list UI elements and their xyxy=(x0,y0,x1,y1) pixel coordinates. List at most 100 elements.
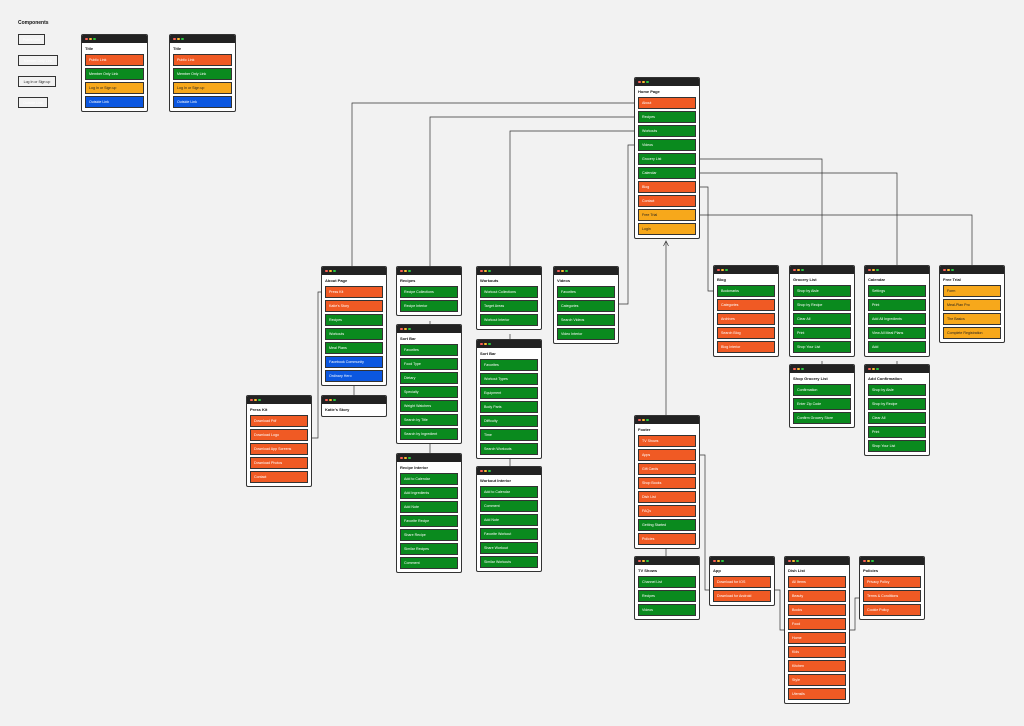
member-link[interactable]: Confirmation xyxy=(793,384,851,396)
public-link[interactable]: TV Shows xyxy=(638,435,696,447)
public-link[interactable]: Shop Books xyxy=(638,477,696,489)
member-link[interactable]: Print xyxy=(868,299,926,311)
member-link[interactable]: Favorites xyxy=(480,359,538,371)
member-link[interactable]: Time xyxy=(480,429,538,441)
member-link[interactable]: Share Recipe xyxy=(400,529,458,541)
public-link[interactable]: Public Link xyxy=(85,54,144,66)
public-link[interactable]: Food xyxy=(788,618,846,630)
member-link[interactable]: Videos xyxy=(638,604,696,616)
member-link[interactable]: Channel List xyxy=(638,576,696,588)
member-link[interactable]: Equipment xyxy=(480,387,538,399)
member-link[interactable]: Shop by Recipe xyxy=(868,398,926,410)
member-link[interactable]: Recipe Collections xyxy=(400,286,458,298)
public-link[interactable]: Download Photos xyxy=(250,457,308,469)
login-link[interactable]: Form xyxy=(943,285,1001,297)
member-link[interactable]: Body Parts xyxy=(480,401,538,413)
member-link[interactable]: Food Type xyxy=(400,358,458,370)
public-link[interactable]: Terms & Conditions xyxy=(863,590,921,602)
member-link[interactable]: Favorites xyxy=(400,344,458,356)
member-link[interactable]: Clear All xyxy=(793,313,851,325)
member-link[interactable]: Specialty xyxy=(400,386,458,398)
member-link[interactable]: Favorite Workout xyxy=(480,528,538,540)
public-link[interactable]: Kitchen xyxy=(788,660,846,672)
public-link[interactable]: Contact xyxy=(250,471,308,483)
member-link[interactable]: Grocery List xyxy=(638,153,696,165)
public-link[interactable]: Home xyxy=(788,632,846,644)
outside-link[interactable]: Outside Link xyxy=(85,96,144,108)
member-link[interactable]: Print xyxy=(868,426,926,438)
member-link[interactable]: Dietary xyxy=(400,372,458,384)
public-link[interactable]: Download App Screens xyxy=(250,443,308,455)
member-link[interactable]: Add to Calendar xyxy=(400,473,458,485)
member-link[interactable]: Search Workouts xyxy=(480,443,538,455)
member-link[interactable]: Shop by Aisle xyxy=(793,285,851,297)
member-link[interactable]: Search Videos xyxy=(557,314,615,326)
member-link[interactable]: Shop Your List xyxy=(793,341,851,353)
public-link[interactable]: Dish List xyxy=(638,491,696,503)
member-link[interactable]: Comment xyxy=(480,500,538,512)
outside-link[interactable]: Facebook Community xyxy=(325,356,383,368)
member-link[interactable]: Video Interior xyxy=(557,328,615,340)
member-link[interactable]: Meal Plans xyxy=(325,342,383,354)
member-link[interactable]: Calendar xyxy=(638,167,696,179)
member-link[interactable]: Clear All xyxy=(868,412,926,424)
login-link[interactable]: Log In or Sign up xyxy=(173,82,232,94)
public-link[interactable]: Contact xyxy=(638,195,696,207)
member-link[interactable]: Shop by Aisle xyxy=(868,384,926,396)
public-link[interactable]: Cookie Policy xyxy=(863,604,921,616)
member-link[interactable]: Recipe Interior xyxy=(400,300,458,312)
public-link[interactable]: Style xyxy=(788,674,846,686)
public-link[interactable]: All Items xyxy=(788,576,846,588)
member-link[interactable]: Shop by Recipe xyxy=(793,299,851,311)
member-link[interactable]: Search by Ingredient xyxy=(400,428,458,440)
member-link[interactable]: Similar Workouts xyxy=(480,556,538,568)
member-link[interactable]: Favorite Recipe xyxy=(400,515,458,527)
member-link[interactable]: Workouts xyxy=(325,328,383,340)
member-link[interactable]: Similar Recipes xyxy=(400,543,458,555)
member-link[interactable]: Getting Started xyxy=(638,519,696,531)
public-link[interactable]: Download Logo xyxy=(250,429,308,441)
public-link[interactable]: Policies xyxy=(638,533,696,545)
public-link[interactable]: Public Link xyxy=(173,54,232,66)
member-link[interactable]: Add Ingredients xyxy=(400,487,458,499)
member-link[interactable]: Add All Ingredients xyxy=(868,313,926,325)
public-link[interactable]: Books xyxy=(788,604,846,616)
login-link[interactable]: Login xyxy=(638,223,696,235)
login-link[interactable]: Complete Registration xyxy=(943,327,1001,339)
member-link[interactable]: Weight Watchers xyxy=(400,400,458,412)
public-link[interactable]: Utensils xyxy=(788,688,846,700)
member-link[interactable]: Settings xyxy=(868,285,926,297)
member-link[interactable]: Member Only Link xyxy=(85,68,144,80)
member-link[interactable]: Recipes xyxy=(638,590,696,602)
member-link[interactable]: Comment xyxy=(400,557,458,569)
public-link[interactable]: Kids xyxy=(788,646,846,658)
member-link[interactable]: Workout Types xyxy=(480,373,538,385)
member-link[interactable]: Add xyxy=(868,341,926,353)
public-link[interactable]: FAQs xyxy=(638,505,696,517)
public-link[interactable]: Categories xyxy=(717,299,775,311)
public-link[interactable]: Download for IOS xyxy=(713,576,771,588)
member-link[interactable]: Categories xyxy=(557,300,615,312)
public-link[interactable]: Archives xyxy=(717,313,775,325)
public-link[interactable]: Download Pdf xyxy=(250,415,308,427)
member-link[interactable]: Add to Calendar xyxy=(480,486,538,498)
member-link[interactable]: Workouts xyxy=(638,125,696,137)
outside-link[interactable]: Outside Link xyxy=(173,96,232,108)
public-link[interactable]: Press Kit xyxy=(325,286,383,298)
public-link[interactable]: Blog Interior xyxy=(717,341,775,353)
member-link[interactable]: View All Meal Plans xyxy=(868,327,926,339)
member-link[interactable]: Recipes xyxy=(638,111,696,123)
member-link[interactable]: Favorites xyxy=(557,286,615,298)
member-link[interactable]: Search by Title xyxy=(400,414,458,426)
member-link[interactable]: Share Workout xyxy=(480,542,538,554)
public-link[interactable]: Download for Android xyxy=(713,590,771,602)
member-link[interactable]: Workout Collections xyxy=(480,286,538,298)
member-link[interactable]: Shop Your List xyxy=(868,440,926,452)
public-link[interactable]: About xyxy=(638,97,696,109)
member-link[interactable]: Add Note xyxy=(400,501,458,513)
login-link[interactable]: The Basics xyxy=(943,313,1001,325)
member-link[interactable]: Confirm Grocery Store xyxy=(793,412,851,424)
member-link[interactable]: Workout Interior xyxy=(480,314,538,326)
outside-link[interactable]: Ordinary Hero xyxy=(325,370,383,382)
member-link[interactable]: Enter Zip Code xyxy=(793,398,851,410)
